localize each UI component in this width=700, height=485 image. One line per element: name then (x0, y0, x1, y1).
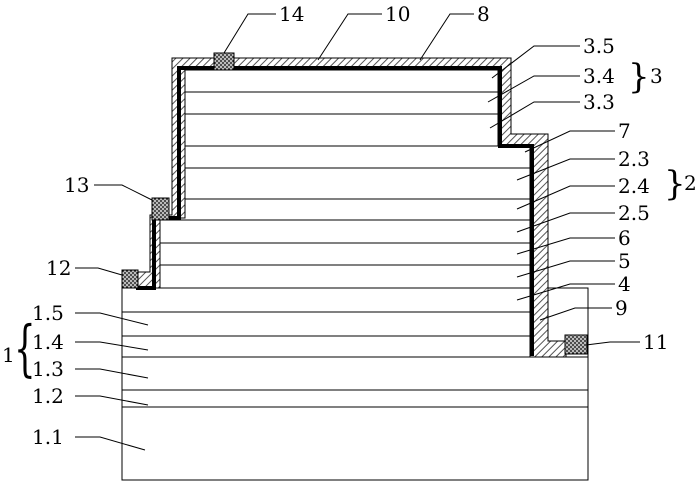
label-3-3: 3.3 (583, 90, 615, 114)
label-7: 7 (618, 119, 631, 143)
label-11: 11 (643, 330, 668, 354)
label-3-4: 3.4 (583, 64, 615, 88)
label-13: 13 (64, 173, 89, 197)
top-mesa (178, 91, 498, 115)
label-5: 5 (618, 249, 631, 273)
layer-1-block (121, 287, 589, 481)
label-9: 9 (615, 296, 628, 320)
brace-2: } (664, 164, 686, 204)
label-10: 10 (385, 2, 410, 26)
label-4: 4 (618, 272, 631, 296)
label-14: 14 (279, 2, 304, 26)
label-3: 3 (650, 64, 663, 88)
label-1-1: 1.1 (32, 425, 64, 449)
brace-1: { (14, 312, 36, 384)
label-8: 8 (477, 2, 490, 26)
label-3-5: 3.5 (583, 34, 615, 58)
contact-pad-11 (564, 334, 588, 355)
contact-pad-13 (151, 197, 170, 221)
leader-lines (75, 13, 640, 451)
brace-3: } (628, 57, 650, 97)
label-1-5: 1.5 (32, 301, 64, 325)
label-2: 2 (684, 171, 697, 195)
label-2-3: 2.3 (618, 147, 650, 171)
label-1-3: 1.3 (32, 357, 64, 381)
label-12: 12 (46, 256, 71, 280)
middle-mesa (136, 145, 530, 289)
label-1-2: 1.2 (32, 384, 64, 408)
label-2-4: 2.4 (618, 174, 650, 198)
label-6: 6 (618, 226, 631, 250)
label-1: 1 (2, 343, 15, 367)
labels: 14 10 8 3.5 3.4 3.3 3 7 2.3 2.4 2.5 2 6 … (2, 2, 697, 449)
contact-pad-14 (213, 52, 235, 71)
electrode-line (136, 66, 534, 356)
substrate-stack (121, 287, 589, 481)
contact-pad-12 (121, 269, 139, 289)
label-2-5: 2.5 (618, 201, 650, 225)
label-1-4: 1.4 (32, 330, 64, 354)
